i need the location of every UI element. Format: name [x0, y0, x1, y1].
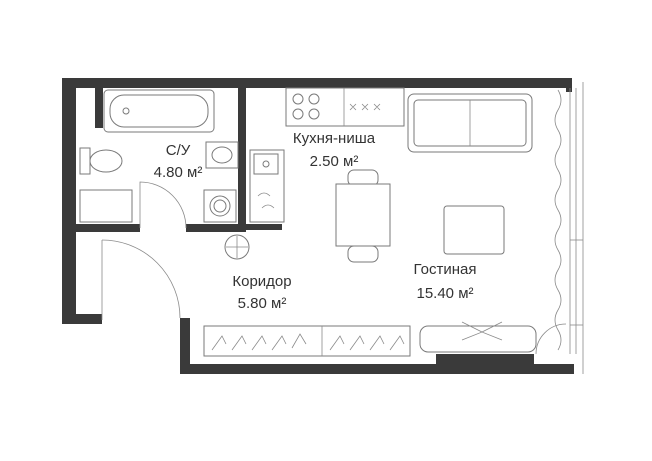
wall-left-lower — [62, 228, 76, 324]
living-name: Гостиная — [414, 261, 477, 278]
bathroom-door-icon — [139, 181, 187, 229]
dining-set — [335, 169, 391, 263]
bathroom-area: 4.80 м² — [154, 164, 203, 181]
hood-icon — [349, 103, 381, 111]
kitchen-name: Кухня-ниша — [293, 130, 376, 147]
room-labels: С/У 4.80 м² Кухня-ниша 2.50 м² Коридор 5… — [154, 130, 477, 312]
stool-icon — [224, 234, 250, 260]
wall-left-foot — [62, 314, 102, 324]
walls — [62, 78, 574, 374]
wall-top — [62, 78, 570, 88]
corridor-fixtures — [101, 239, 567, 357]
corridor-name: Коридор — [232, 273, 291, 290]
wall-shaft — [95, 88, 103, 128]
wall-left-upper — [62, 78, 76, 228]
bathroom-fixtures — [79, 89, 239, 229]
wall-right-stub — [566, 78, 572, 92]
wall-bath-kitchen — [238, 88, 246, 230]
chair-bottom-icon — [347, 245, 379, 263]
kitchen-counter — [285, 87, 405, 127]
kitchen-sink-icon — [253, 153, 279, 175]
window-wall — [554, 82, 584, 374]
wall-bath-bottom-right — [186, 224, 246, 232]
entrance-door-icon — [101, 239, 181, 319]
sink-icon — [205, 141, 239, 169]
living-area: 15.40 м² — [416, 285, 473, 302]
stove-icon — [292, 93, 304, 105]
toilet-icon — [79, 147, 91, 175]
hangers-icon — [211, 333, 405, 351]
wall-bottom — [180, 364, 574, 374]
washing-machine-icon — [203, 189, 237, 223]
living-furniture — [407, 93, 537, 353]
kitchen-fixtures — [224, 87, 405, 260]
kitchen-area: 2.50 м² — [310, 153, 359, 170]
dining-table-icon — [335, 183, 391, 247]
sofa-icon — [407, 93, 533, 153]
curtain-icon — [554, 89, 562, 351]
bathroom-name: С/У — [166, 142, 191, 159]
balcony-door-icon — [535, 323, 567, 355]
wardrobe-icon — [203, 325, 411, 357]
wall-bath-bottom-left — [76, 224, 140, 232]
wall-corridor-step — [180, 318, 190, 374]
corridor-area: 5.80 м² — [238, 295, 287, 312]
wall-kitchen-bottom — [246, 224, 282, 230]
tv-stand-icon — [419, 325, 537, 353]
coffee-table-icon — [443, 205, 505, 255]
bathtub-icon — [103, 89, 215, 133]
wall-bottom-thick — [436, 354, 534, 364]
